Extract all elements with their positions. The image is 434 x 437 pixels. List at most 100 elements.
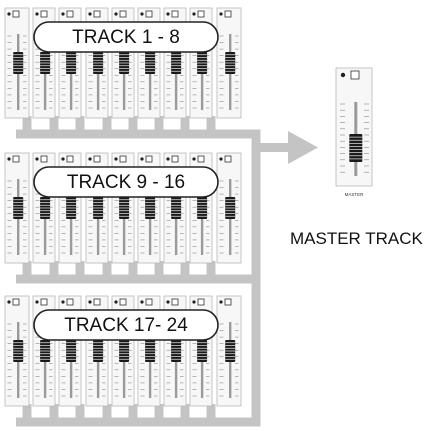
channel-strip	[216, 152, 242, 264]
track-bank: TRACK 1 - 8	[4, 7, 242, 119]
led-icon	[340, 72, 346, 78]
bank-label: TRACK 1 - 8	[72, 27, 180, 48]
bank-bus-bar	[16, 417, 261, 427]
master-track-group: MASTER MASTER TRACK	[290, 67, 424, 248]
led-icon	[7, 300, 11, 304]
button-icon	[224, 298, 232, 306]
channel-route-line	[75, 116, 85, 134]
channel-route-line	[102, 116, 112, 134]
channel-route-line	[128, 116, 138, 134]
channel-route-line	[49, 404, 59, 422]
button-icon	[12, 155, 20, 163]
channel-route-line	[22, 261, 32, 279]
led-icon	[114, 12, 118, 16]
channel-route-line	[49, 261, 59, 279]
led-icon	[88, 157, 92, 161]
fader-icon	[349, 134, 363, 162]
button-icon	[93, 298, 101, 306]
channel-route-line	[206, 116, 216, 134]
led-icon	[61, 157, 65, 161]
channel-route-line	[75, 261, 85, 279]
master-track-caption: MASTER TRACK	[290, 229, 424, 248]
button-icon	[145, 10, 153, 18]
led-icon	[219, 157, 223, 161]
button-icon	[197, 155, 205, 163]
led-icon	[114, 300, 118, 304]
track-bank: TRACK 17- 24	[4, 295, 242, 407]
channel-route-line	[49, 116, 59, 134]
channel-strip	[4, 7, 30, 119]
button-icon	[197, 10, 205, 18]
led-icon	[7, 12, 11, 16]
button-icon	[197, 298, 205, 306]
led-icon	[61, 300, 65, 304]
button-icon	[40, 155, 48, 163]
bank-label-bubble	[33, 309, 219, 341]
led-icon	[35, 12, 39, 16]
button-icon	[145, 155, 153, 163]
master-channel-strip: MASTER	[335, 67, 373, 197]
channel-strip	[216, 7, 242, 119]
bank-label-bubble	[33, 166, 219, 198]
button-icon	[66, 10, 74, 18]
led-icon	[192, 12, 196, 16]
led-icon	[166, 300, 170, 304]
button-icon	[93, 155, 101, 163]
channel-route-line	[102, 404, 112, 422]
button-icon	[350, 70, 360, 80]
channel-strip	[4, 152, 30, 264]
bank-label: TRACK 9 - 16	[67, 172, 185, 193]
channel-route-line	[22, 404, 32, 422]
channel-route-line	[180, 404, 190, 422]
button-icon	[40, 10, 48, 18]
button-icon	[119, 10, 127, 18]
bank-bus-bar	[16, 129, 261, 139]
button-icon	[40, 298, 48, 306]
master-arrow-shaft	[256, 143, 290, 152]
channel-route-line	[75, 404, 85, 422]
led-icon	[166, 157, 170, 161]
button-icon	[171, 155, 179, 163]
channel-strip	[216, 295, 242, 407]
track-bank: TRACK 9 - 16	[4, 152, 242, 264]
button-icon	[12, 10, 20, 18]
channel-route-line	[206, 261, 216, 279]
arrow-right-icon	[288, 131, 318, 164]
channel-route-line	[154, 116, 164, 134]
strip-panel	[335, 67, 373, 187]
button-icon	[66, 155, 74, 163]
button-icon	[119, 298, 127, 306]
channel-route-line	[128, 261, 138, 279]
button-icon	[224, 155, 232, 163]
channel-route-line	[180, 261, 190, 279]
main-bus-line	[251, 129, 261, 422]
led-icon	[88, 12, 92, 16]
button-icon	[66, 298, 74, 306]
channel-route-line	[22, 116, 32, 134]
led-icon	[192, 300, 196, 304]
button-icon	[145, 298, 153, 306]
channel-route-line	[206, 404, 216, 422]
button-icon	[93, 10, 101, 18]
channel-route-line	[154, 404, 164, 422]
led-icon	[192, 157, 196, 161]
button-icon	[119, 155, 127, 163]
channel-route-line	[180, 116, 190, 134]
led-icon	[61, 12, 65, 16]
button-icon	[224, 10, 232, 18]
routing-connectors	[16, 116, 318, 427]
channel-strip	[4, 295, 30, 407]
led-icon	[166, 12, 170, 16]
bank-bus-bar	[16, 274, 261, 284]
led-icon	[114, 157, 118, 161]
master-strip-label: MASTER	[345, 192, 365, 197]
button-icon	[12, 298, 20, 306]
button-icon	[171, 10, 179, 18]
led-icon	[140, 157, 144, 161]
button-icon	[171, 298, 179, 306]
led-icon	[140, 12, 144, 16]
bank-label-bubble	[33, 21, 219, 53]
led-icon	[35, 300, 39, 304]
led-icon	[88, 300, 92, 304]
